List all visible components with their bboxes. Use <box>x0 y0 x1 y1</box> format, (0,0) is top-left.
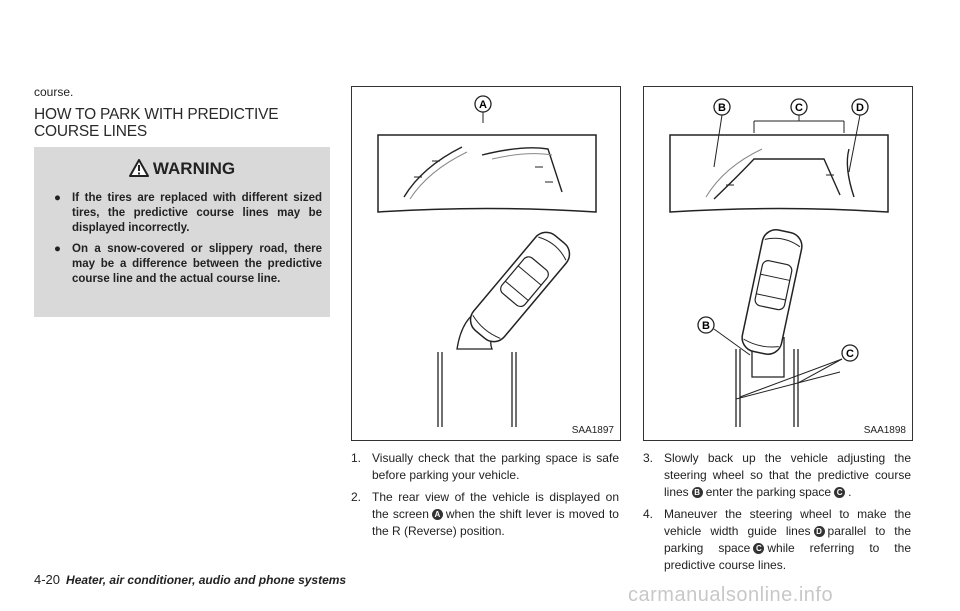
figure-rear-view-a: A SAA1897 <box>351 86 621 441</box>
step-item: 1. Visually check that the parking space… <box>351 450 619 484</box>
step-text-end: . <box>848 485 852 499</box>
warning-triangle-icon <box>128 159 149 177</box>
section-heading: HOW TO PARK WITH PREDICTIVE COURSE LINES <box>34 106 334 140</box>
figure-illustration: B C D B <box>669 98 889 427</box>
callout-mark: C <box>834 487 846 498</box>
watermark: carmanualsonline.info <box>628 584 834 606</box>
section-heading-line-1: HOW TO PARK WITH PREDICTIVE <box>34 106 279 123</box>
figure-code: SAA1898 <box>863 425 906 436</box>
callout-mark: A <box>431 509 443 520</box>
bullet-icon: ● <box>54 192 61 204</box>
section-heading-line-2: COURSE LINES <box>34 123 148 140</box>
warning-item-text: If the tires are replaced with different… <box>72 192 322 234</box>
bullet-icon: ● <box>54 243 61 255</box>
step-number: 2. <box>351 490 362 504</box>
warning-item-text: On a snow-covered or slippery road, ther… <box>72 243 322 285</box>
warning-box: WARNING ● If the tires are replaced with … <box>34 147 330 317</box>
step-text-mid: enter the parking space <box>705 485 832 499</box>
step-text: Slowly back up the vehicle adjusting the… <box>664 451 911 499</box>
callout-a-label: A <box>479 99 487 111</box>
step-item: 4. Maneuver the steering wheel to make t… <box>643 506 911 574</box>
callout-d-label: D <box>856 102 864 114</box>
page-footer: 4-20 Heater, air conditioner, audio and p… <box>34 572 346 587</box>
figure-rear-view-bcd: B C D B <box>643 86 913 441</box>
steps-left: 1. Visually check that the parking space… <box>351 450 619 545</box>
warning-item: ● On a snow-covered or slippery road, the… <box>54 242 322 287</box>
warning-title: WARNING <box>34 159 330 179</box>
figure-code: SAA1897 <box>571 425 614 436</box>
step-text-mid: parallel to the parking space <box>664 524 911 555</box>
callout-mark: C <box>753 543 765 554</box>
step-text-end: while referring to the predictive course… <box>664 541 911 572</box>
warning-item: ● If the tires are replaced with differen… <box>54 191 322 236</box>
callout-b-label: B <box>718 102 726 114</box>
step-text: Visually check that the parking space is… <box>372 451 619 482</box>
step-item: 2. The rear view of the vehicle is displ… <box>351 489 619 540</box>
step-item: 3. Slowly back up the vehicle adjusting … <box>643 450 911 501</box>
callout-b2-label: B <box>702 320 710 332</box>
section-title: Heater, air conditioner, audio and phone… <box>66 573 347 587</box>
figure-illustration: A <box>377 95 597 427</box>
callout-mark: B <box>691 487 703 498</box>
step-text: Maneuver the steering wheel to make the … <box>664 507 911 538</box>
callout-c-label: C <box>795 102 803 114</box>
intro-text: course. <box>34 85 74 99</box>
callout-c2-label: C <box>846 348 854 360</box>
step-number: 3. <box>643 451 654 465</box>
steps-right: 3. Slowly back up the vehicle adjusting … <box>643 450 911 579</box>
step-text: The rear view of the vehicle is displaye… <box>372 490 619 521</box>
step-text-cont: when the shift lever is moved to the R (… <box>372 507 619 538</box>
page-number: 4-20 <box>34 572 61 587</box>
step-number: 1. <box>351 451 362 465</box>
warning-list: ● If the tires are replaced with differen… <box>54 191 322 293</box>
step-number: 4. <box>643 507 654 521</box>
warning-title-text: WARNING <box>152 159 236 178</box>
callout-mark: D <box>813 526 825 537</box>
